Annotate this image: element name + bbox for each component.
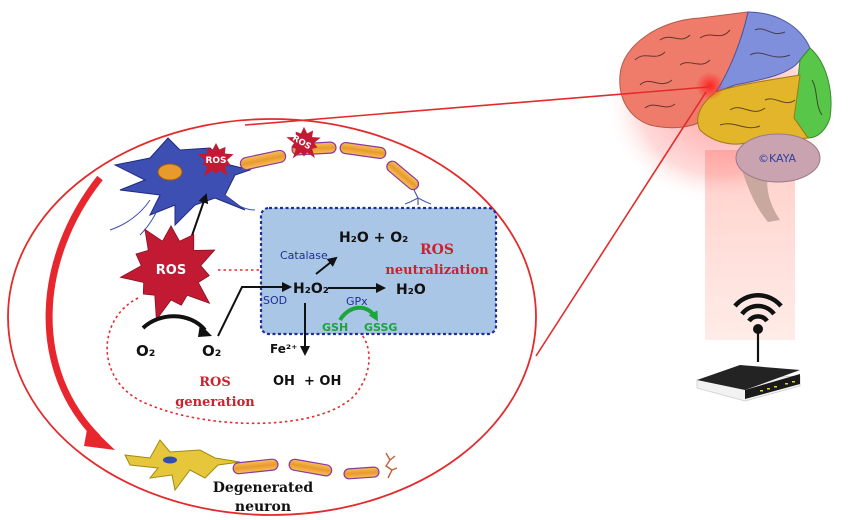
router-top: [697, 365, 800, 390]
brain-watermark: ©KAYA: [758, 152, 797, 165]
degenerated-label-2: neuron: [235, 499, 291, 515]
h2o-label: H₂O: [396, 282, 426, 298]
degenerated-neuron: Degenerated neuron: [124, 439, 398, 515]
h2o-o2-label: H₂O + O₂: [339, 230, 408, 246]
brain-illustration: ©KAYA: [619, 11, 832, 222]
ros-star-neuron-2: [286, 126, 321, 159]
o2-conversion-arrowhead: [198, 324, 212, 337]
gssg-label: GSSG: [364, 321, 397, 334]
brainstem: [742, 170, 780, 222]
gpx-label: GPx: [346, 295, 368, 308]
degenerated-axon-segment: [288, 458, 333, 477]
sod-label: SOD: [263, 294, 287, 307]
gsh-label: GSH: [322, 321, 348, 334]
degenerated-axon-terminal: [385, 452, 398, 479]
brain-parietal-lobe: [714, 11, 811, 93]
zoom-ellipse: [7, 118, 537, 516]
ros-neutralization-title-1: ROS: [420, 242, 454, 258]
healthy-axon: [239, 141, 432, 205]
healthy-neuron-soma: [113, 137, 252, 227]
healthy-axon-terminal: [404, 189, 432, 205]
ros-generation-title-2: generation: [175, 395, 255, 410]
wifi-router: [696, 293, 801, 402]
fe2-label: Fe²⁺: [270, 342, 297, 356]
degenerated-axon-segment: [232, 458, 279, 475]
brain-cerebellum: [735, 133, 821, 183]
router-front: [745, 374, 800, 399]
ros-star-neuron-1: [197, 143, 234, 177]
degenerated-neuron-soma: [124, 439, 241, 492]
degenerated-label-1: Degenerated: [213, 480, 314, 496]
zoom-line-top: [244, 86, 709, 126]
antenna-ball: [753, 324, 763, 334]
degeneration-arrowhead: [84, 424, 115, 450]
zoom-line-bottom: [535, 91, 707, 357]
catalase-label: Catalase: [280, 249, 328, 262]
catalase-arrow: [315, 256, 338, 275]
h2o2-label: H₂O₂: [293, 281, 329, 297]
healthy-neuron-nucleus: [157, 163, 183, 181]
degenerated-axon-segment: [343, 466, 380, 480]
ros-starburst-main: [119, 224, 216, 322]
o2-left-label: O₂: [136, 342, 155, 360]
ros-label-main: ROS: [156, 263, 186, 278]
healthy-neuron: ROS ROS: [109, 126, 432, 236]
o2-right-label: O₂: [202, 342, 221, 360]
wifi-icon: [733, 293, 783, 323]
ros-generation-loop: [106, 297, 370, 425]
ros-neutralization-box: [259, 206, 498, 336]
degeneration-arrow: [45, 175, 103, 441]
ros-neutralization-title-2: neutralization: [385, 263, 489, 278]
ros-label-neuron-1: ROS: [205, 156, 226, 166]
brain-hotspot: [696, 72, 724, 100]
router-leds: [760, 381, 795, 392]
o2-conversion-arrow: [141, 314, 207, 332]
degenerated-neuron-nucleus: [163, 456, 177, 464]
o2-to-h2o2-arrow: [217, 282, 292, 337]
gsh-gssg-arrow: [338, 305, 378, 322]
ros-generation-title-1: ROS: [199, 375, 231, 390]
oh-oh-label: OH + OH: [273, 374, 341, 389]
